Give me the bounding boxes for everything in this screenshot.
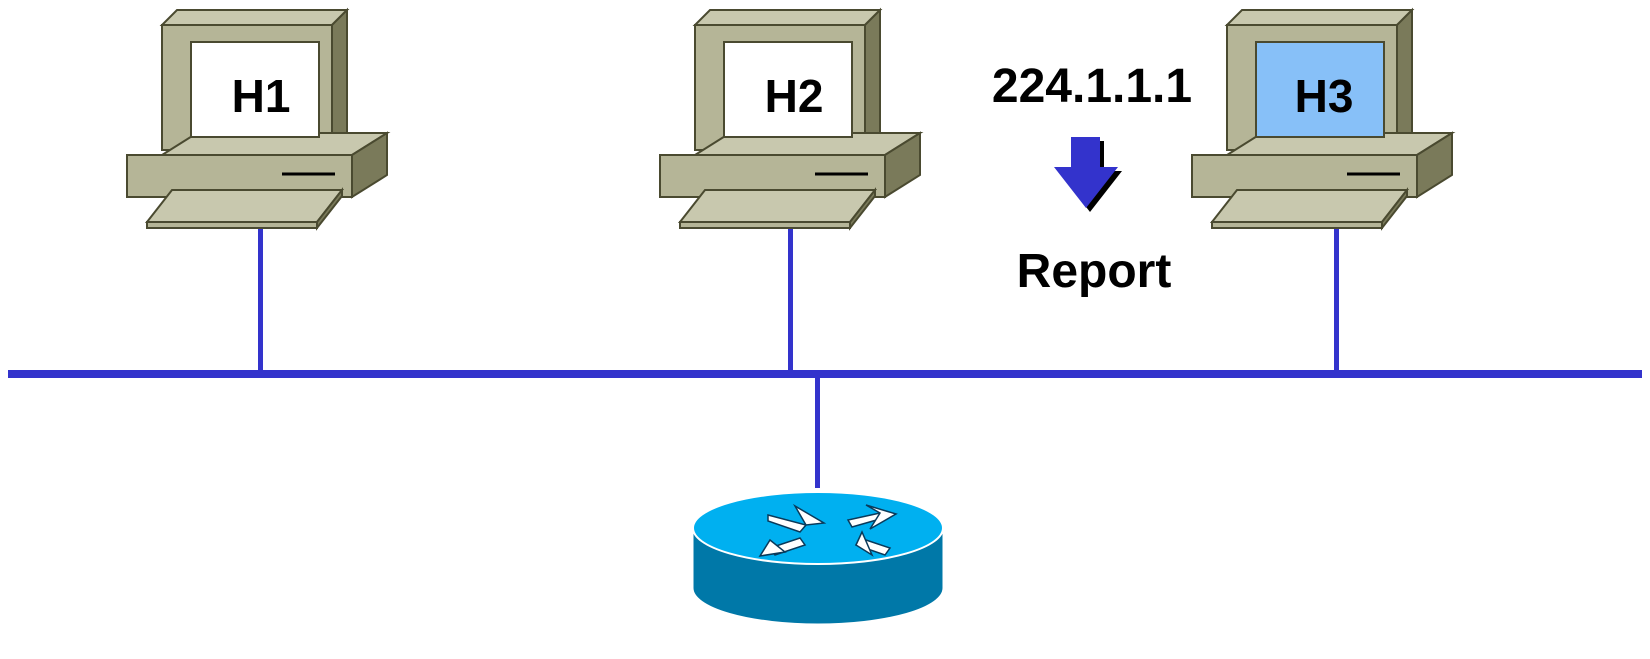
drop-line-router: [815, 378, 820, 488]
network-bus: [8, 370, 1642, 378]
computer-icon: [190, 41, 320, 138]
host-h1: H1: [125, 8, 389, 230]
drop-line-h1: [258, 228, 263, 373]
computer-icon: [1255, 41, 1385, 138]
group-address: 224.1.1.1: [992, 60, 1192, 113]
host-label: H2: [765, 70, 824, 122]
message-type: Report: [1017, 245, 1172, 298]
computer-icon: [723, 41, 853, 138]
down-arrow-icon: [1054, 137, 1122, 212]
host-label: H1: [232, 70, 291, 122]
router-icon: [692, 491, 944, 625]
drop-line-h2: [788, 228, 793, 373]
host-h3: H3: [1190, 8, 1454, 230]
drop-line-h3: [1334, 228, 1339, 373]
host-label: H3: [1295, 70, 1354, 122]
host-h2: H2: [658, 8, 922, 230]
